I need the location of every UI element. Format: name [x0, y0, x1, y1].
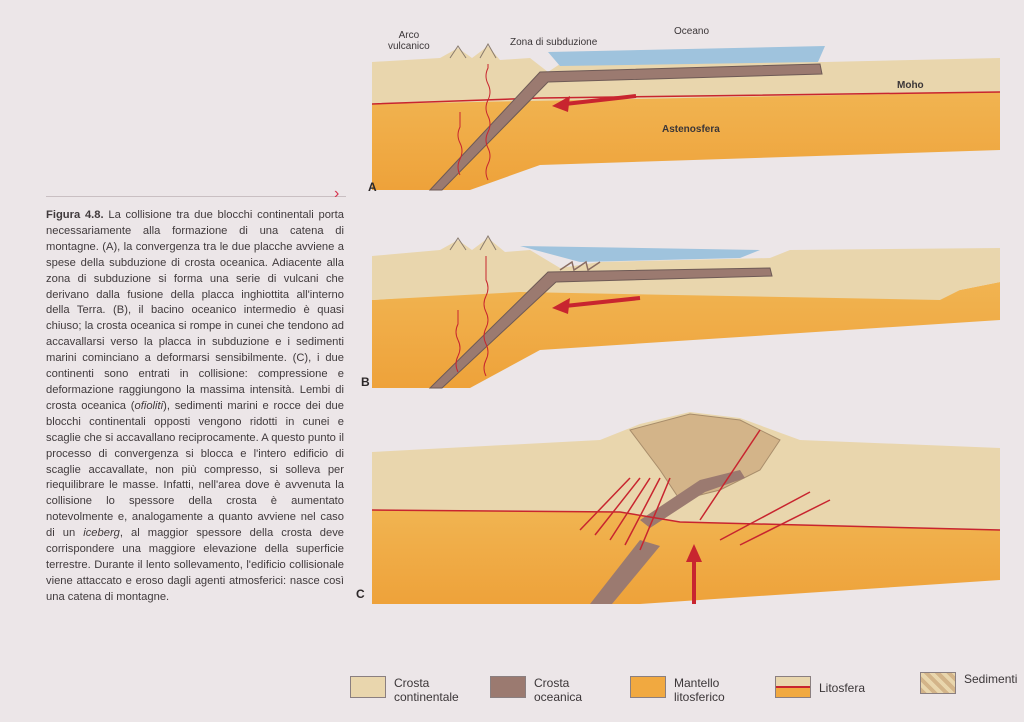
diagram-b-magma-1: [483, 256, 489, 377]
legend-label-oceanic-crust: Crosta oceanica: [534, 676, 583, 704]
diagram-b-ocean-slab: [428, 267, 773, 389]
diagram-a-magma-1: [485, 64, 491, 181]
chevron-right-icon: ›: [334, 185, 340, 202]
panel-letter-b: B: [361, 375, 370, 389]
diagram-c-ophiolite: [640, 470, 745, 528]
legend-swatch-continental-crust: [350, 676, 386, 698]
legend-item-oceanic-crust: Crosta oceanica: [490, 676, 582, 704]
caption-text-1: La collisione tra due blocchi continenta…: [46, 209, 344, 412]
diagram-a-mantle: [372, 92, 1000, 190]
diagram-a-magma-2: [457, 112, 463, 176]
diagram-b-water: [520, 246, 760, 262]
diagram-b-mantle: [372, 282, 1000, 388]
figure-caption: › Figura 4.8. La collisione tra due bloc…: [46, 186, 346, 606]
diagram-b-volcano-1: [449, 237, 467, 251]
legend-swatch-lithosphere: [775, 676, 811, 698]
legend-swatch-lithospheric-mantle: [630, 676, 666, 698]
diagram-a-motion-arrow: [564, 94, 637, 106]
legend: Crosta continentale Crosta oceanica Mant…: [345, 672, 1020, 720]
legend-label-lithosphere: Litosfera: [819, 681, 866, 695]
diagram-b-arrow-head: [552, 298, 570, 314]
legend-item-sediments: Sedimenti: [920, 672, 1017, 694]
caption-divider: [46, 196, 346, 197]
panel-letter-c: C: [356, 587, 365, 601]
panel-letter-a: A: [368, 180, 377, 194]
legend-item-lithosphere: Litosfera: [775, 676, 865, 698]
legend-label-continental-crust: Crosta continentale: [394, 676, 459, 704]
figure-label: Figura 4.8.: [46, 209, 104, 221]
diagram-b: [372, 234, 1000, 389]
diagram-c-arrow-head: [686, 544, 702, 562]
caption-text-2: ), sedimenti marini e rocce dei due bloc…: [46, 399, 344, 540]
diagram-c: [371, 412, 1001, 604]
diagram-c-root: [590, 540, 660, 604]
diagram-a-volcano-2: [479, 42, 497, 59]
caption-text-3: , al maggior spessore della crosta deve …: [46, 527, 345, 603]
diagram-a-ocean-slab: [428, 63, 823, 191]
legend-swatch-sediments: [920, 672, 956, 694]
diagram-b-wedges: [559, 260, 601, 272]
diagram-b-magma-2: [455, 310, 461, 373]
diagram-a-moho-line: [371, 91, 1001, 105]
diagram-a-volcano-1: [449, 45, 467, 59]
label-ocean: Oceano: [674, 26, 710, 37]
label-subduction-zone: Zona di subduzione: [510, 37, 598, 48]
legend-label-sediments: Sedimenti: [964, 672, 1018, 686]
diagram-c-moho-line: [371, 509, 1001, 531]
legend-item-lithospheric-mantle: Mantello litosferico: [630, 676, 725, 704]
caption-term-iceberg: iceberg: [83, 527, 120, 540]
diagram-a-water: [548, 46, 825, 66]
diagram-c-faults: [579, 429, 831, 551]
diagram-a-arrow-head: [552, 96, 570, 112]
caption-term-ofioliti: ofioliti: [134, 399, 164, 412]
label-volcanic-arc: Arco vulcanico: [388, 30, 430, 52]
diagram-b-volcano-2: [479, 234, 497, 251]
legend-label-lithospheric-mantle: Mantello litosferico: [674, 676, 725, 704]
diagram-a: [371, 42, 1001, 191]
label-asthenosphere: Astenosfera: [662, 124, 720, 135]
diagram-c-mantle: [372, 510, 1000, 604]
label-moho: Moho: [897, 80, 924, 91]
diagram-b-motion-arrow: [564, 296, 641, 308]
legend-item-continental-crust: Crosta continentale: [350, 676, 459, 704]
diagram-b-crust: [372, 238, 1000, 300]
legend-swatch-oceanic-crust: [490, 676, 526, 698]
